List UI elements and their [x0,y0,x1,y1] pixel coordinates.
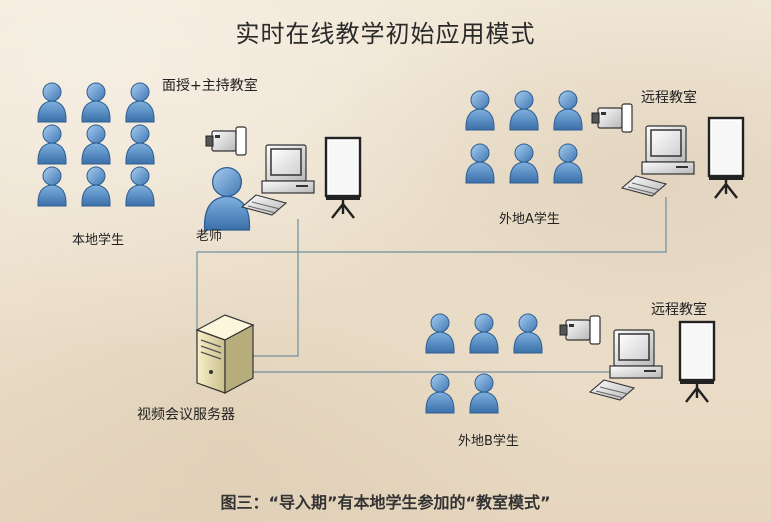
remote-a-projector-screen-icon [707,116,745,200]
main-classroom-camera-icon [205,126,247,156]
remote-classroom-a-label: 远程教室 [641,90,697,106]
remote-a-camera-icon [591,103,633,133]
students-b-label: 外地B学生 [458,434,519,449]
diagram-title: 实时在线教学初始应用模式 [235,20,536,48]
remote-a-computer-icon [621,125,695,197]
teacher-label: 老师 [196,229,223,244]
line-server-remote-a [196,197,667,346]
students-b-group [425,313,543,414]
remote-b-computer-icon [589,329,663,401]
line-teacher-server [240,219,299,357]
main-classroom-computer-icon [241,144,315,216]
local-students-label: 本地学生 [72,233,125,248]
main-classroom-label: 面授+主持教室 [162,78,258,94]
remote-b-projector-screen-icon [678,320,716,404]
remote-b-camera-icon [559,315,601,345]
main-classroom-projector-screen-icon [324,136,362,220]
local-students-group [37,82,155,207]
server-icon [195,314,255,395]
figure-caption: 图三：“导入期”有本地学生参加的“教室模式” [220,493,551,512]
remote-classroom-b-label: 远程教室 [651,302,707,318]
teacher-person-icon [203,166,251,231]
students-a-group [465,90,583,184]
network-lines [196,197,667,373]
server-label: 视频会议服务器 [137,407,235,423]
students-a-label: 外地A学生 [499,212,560,227]
